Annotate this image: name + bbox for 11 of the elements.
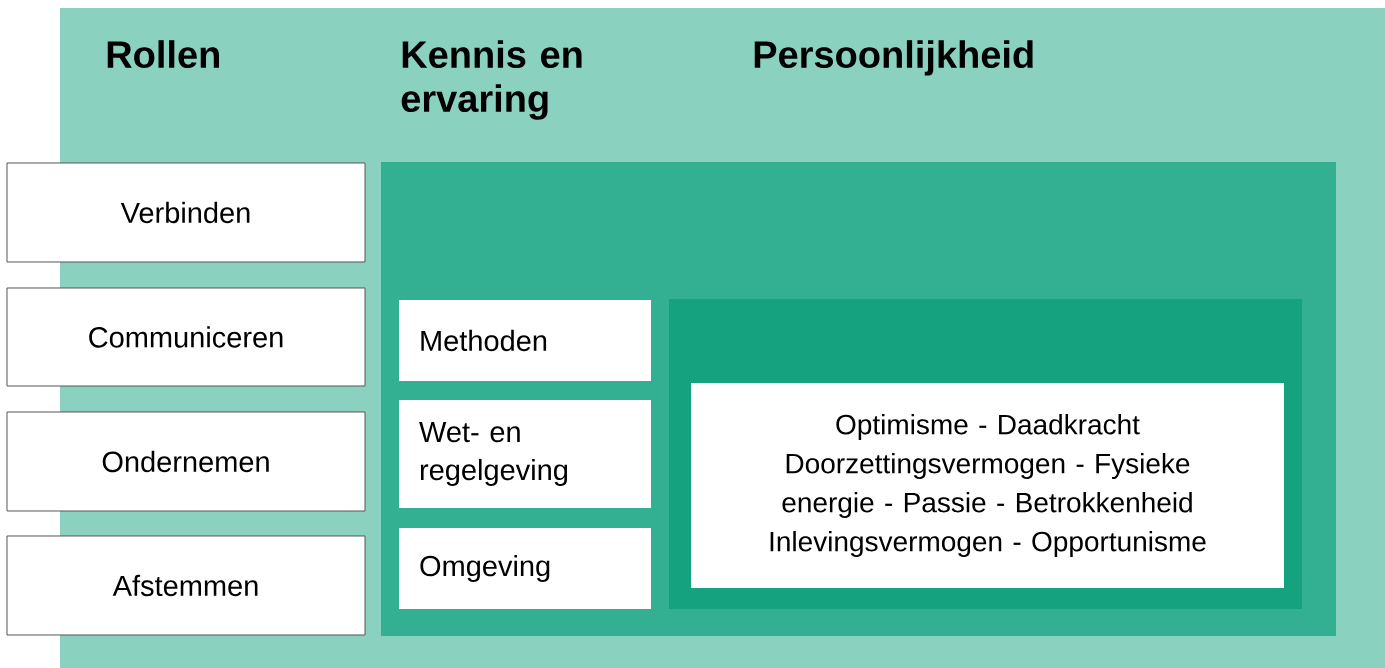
knowledge-box: Wet- en regelgeving [399, 400, 651, 508]
column-heading: Persoonlijkheid [754, 40, 1033, 76]
role-box: Communiceren [6, 287, 366, 387]
role-box: Afstemmen [6, 535, 366, 636]
column-heading: Rollen [107, 40, 219, 69]
knowledge-box: Omgeving [399, 528, 651, 609]
role-box: Verbinden [6, 162, 366, 263]
column-heading: Kennis en ervaring [401, 40, 582, 120]
role-box: Ondernemen [6, 411, 366, 512]
trait-box: Optimisme - Daadkracht Doorzettingsvermogen - Fysieke energie - Passie - Betrokkenheid Inlevingsvermogen - Opportunisme [691, 383, 1284, 588]
knowledge-box: Methoden [399, 300, 651, 381]
